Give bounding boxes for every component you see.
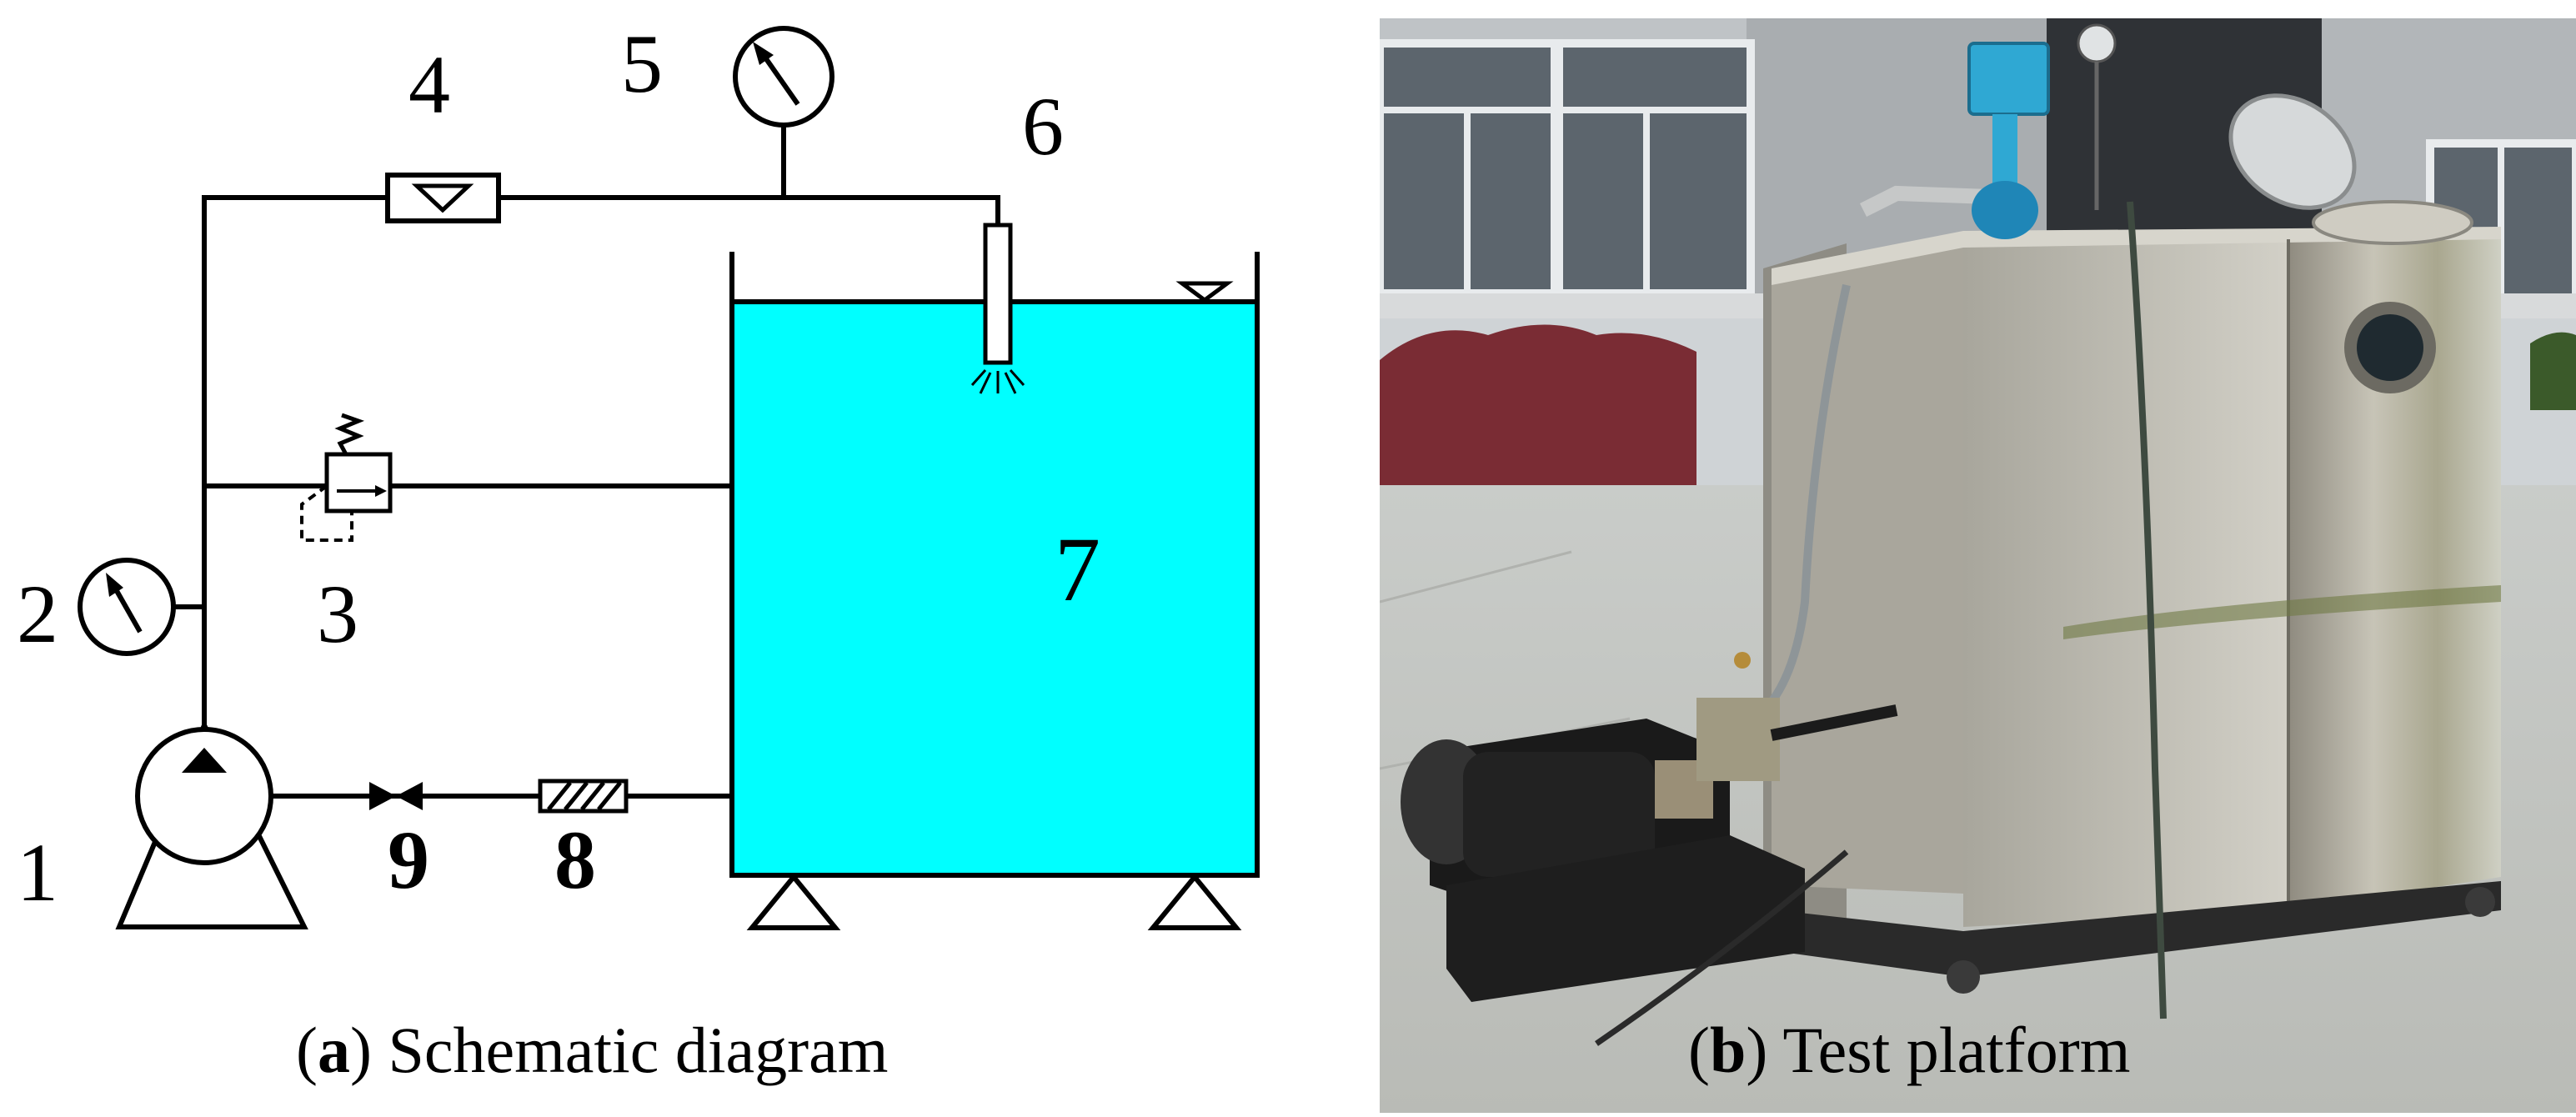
test-platform-photo [1380, 18, 2576, 1113]
flowmeter-4 [385, 173, 501, 223]
schematic-diagram: 1 2 3 4 5 6 7 8 9 [17, 18, 1260, 930]
label-2: 2 [17, 568, 58, 660]
tank-support-right [1147, 873, 1242, 930]
label-1: 1 [17, 826, 58, 919]
label-4: 4 [408, 38, 450, 131]
tank-water [734, 302, 1255, 874]
label-6: 6 [1022, 80, 1064, 173]
filter-8-icon [538, 779, 629, 814]
pressure-gauge-2-icon [78, 558, 176, 656]
relief-valve-3-icon [300, 413, 393, 542]
valve-9-icon [369, 782, 423, 810]
pressure-gauge-5-icon [733, 26, 834, 128]
water-level-marker [1175, 281, 1234, 303]
caption-a-letter: a [317, 1014, 350, 1086]
caption-b-text: Test platform [1782, 1014, 2131, 1086]
label-5: 5 [621, 18, 663, 110]
tank-support-left [746, 873, 841, 930]
label-3: 3 [317, 568, 358, 660]
label-9: 9 [388, 814, 429, 906]
spray-icon [970, 369, 1025, 394]
photo-panel: (b) Test platform [1380, 18, 2576, 1113]
pump-1-icon [115, 719, 308, 929]
caption-a: (a) Schematic diagram [296, 1014, 889, 1086]
label-7: 7 [1055, 518, 1100, 620]
nozzle-6 [983, 223, 1013, 365]
label-8: 8 [554, 814, 596, 906]
schematic-panel: 1 2 3 4 5 6 7 8 9 (a) Schematic diagram [17, 18, 1260, 1086]
caption-b: (b) Test platform [1688, 1014, 2131, 1086]
caption-b-letter: b [1709, 1014, 1747, 1086]
caption-a-text: Schematic diagram [388, 1014, 889, 1086]
